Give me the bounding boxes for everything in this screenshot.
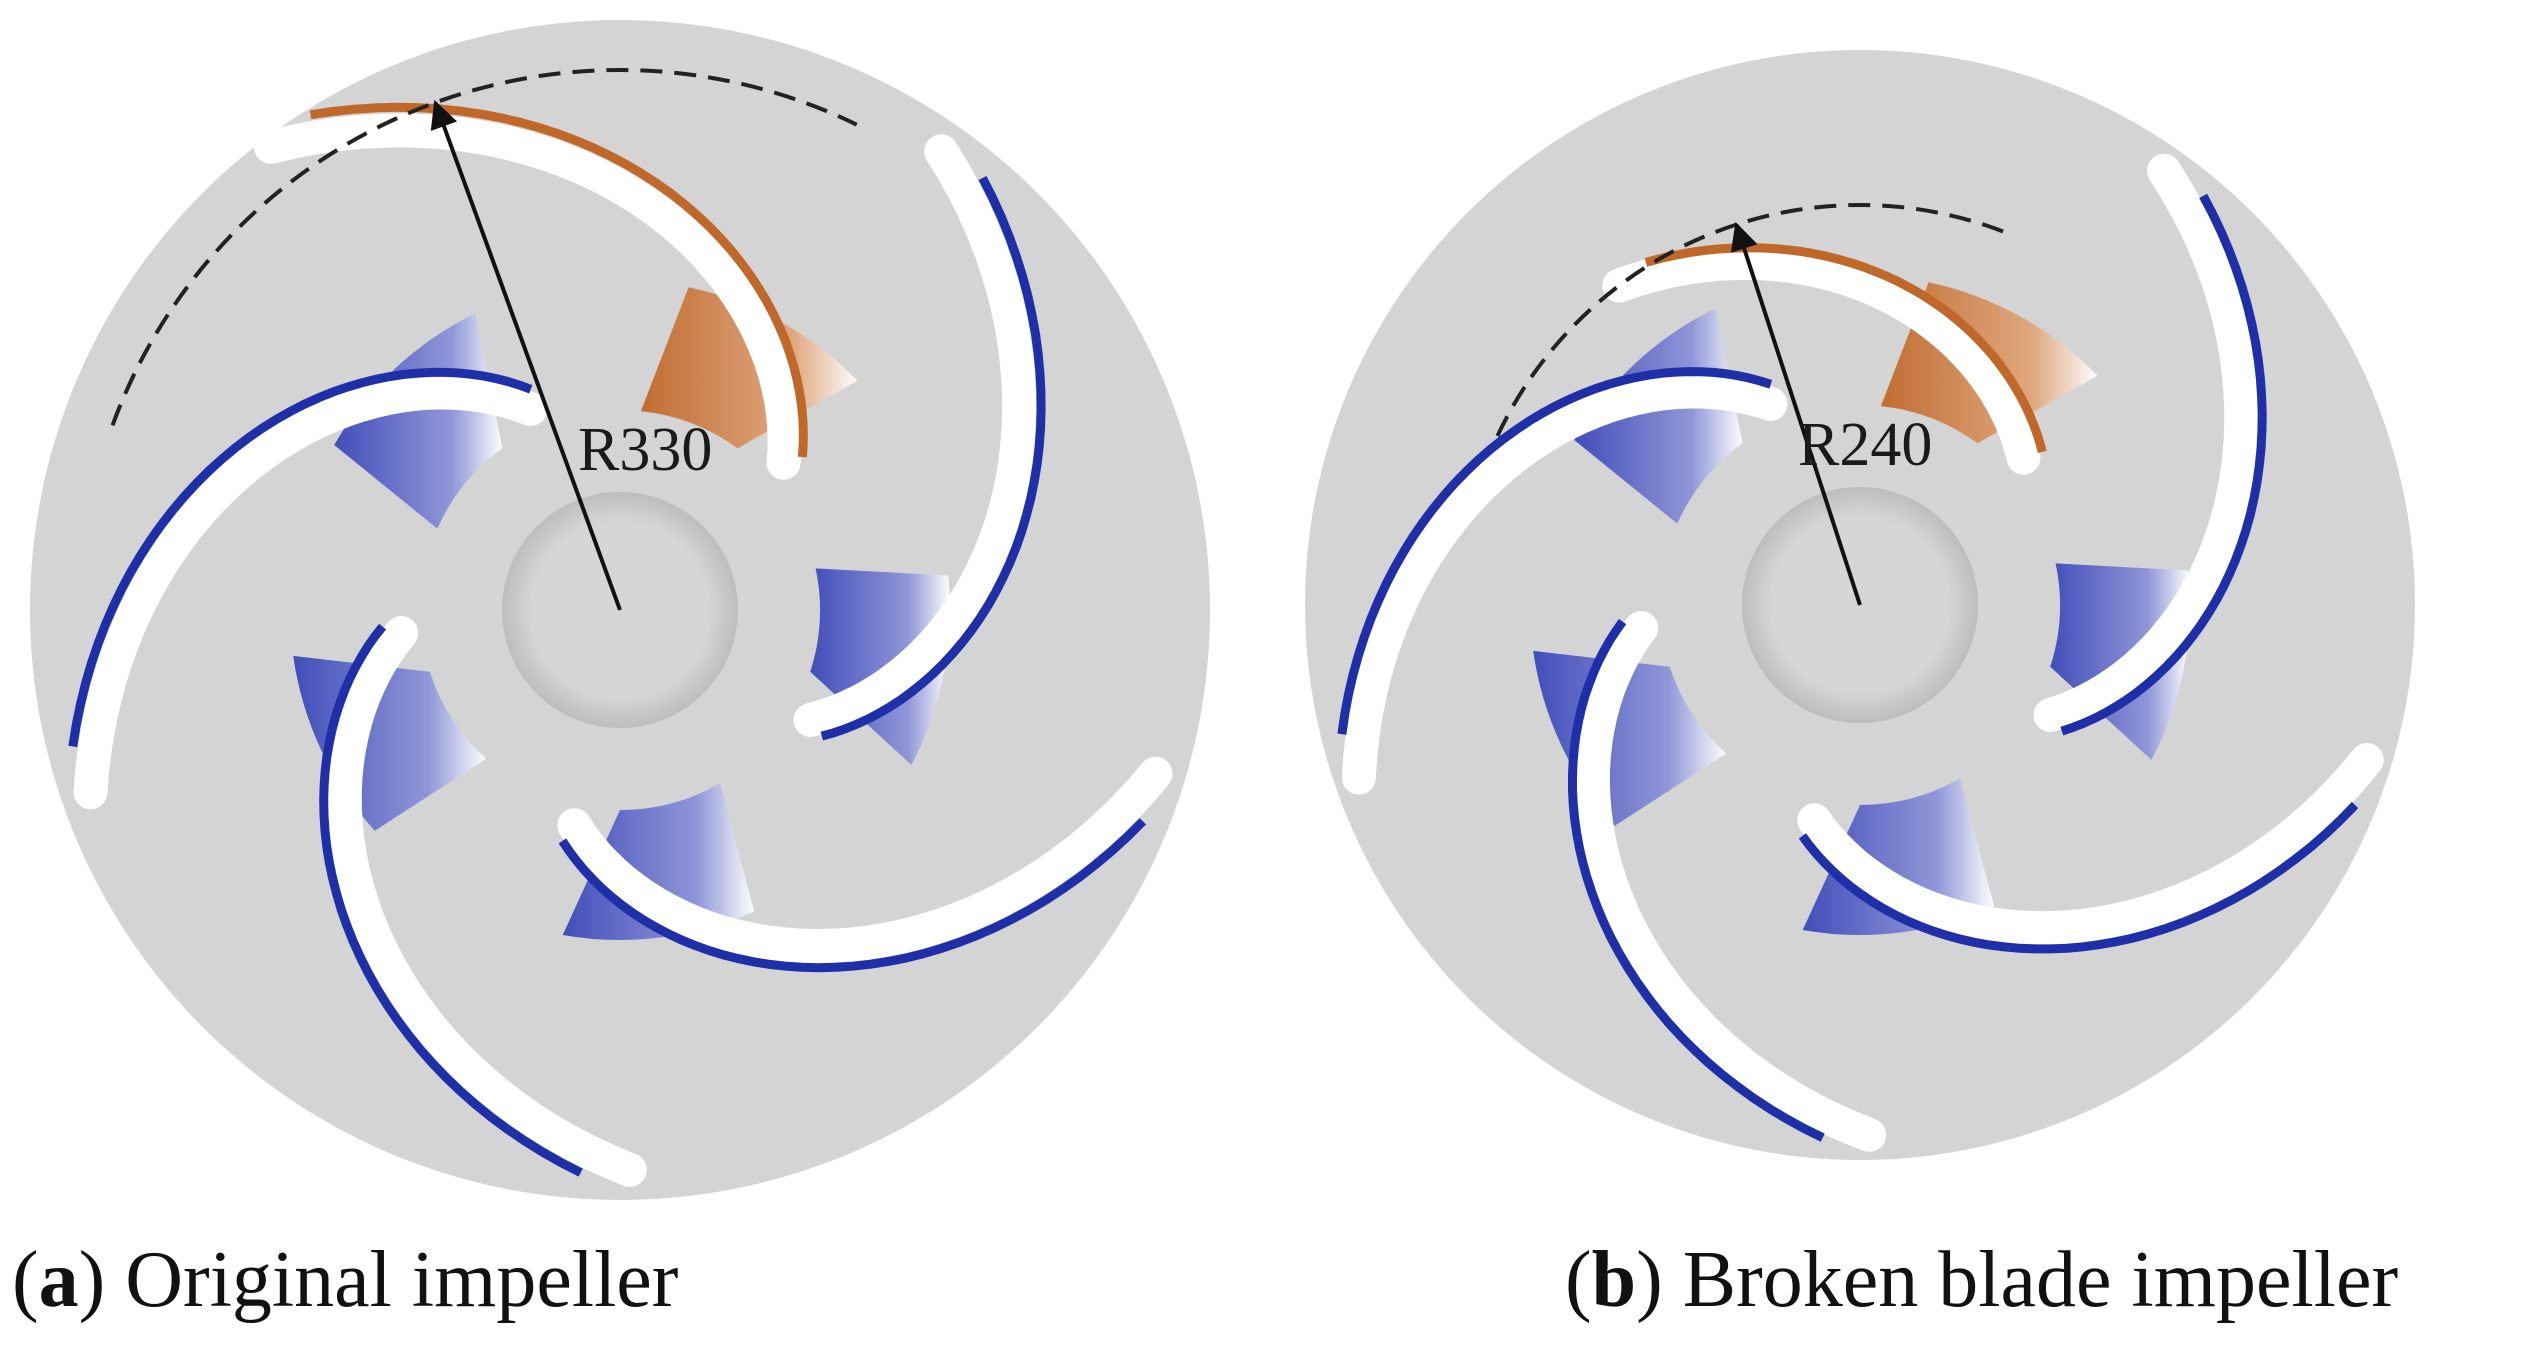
blade-body [327,616,647,1187]
blade-edge [1798,801,2359,954]
blade-edge [68,367,533,748]
caption-a-text: Original impeller [125,1236,679,1324]
radius-label-a: R330 [578,416,712,484]
blade-body [1602,245,2041,475]
blade-body [2033,153,2259,732]
blade-edge [558,818,1147,973]
caption-b-letter: b [1591,1236,1637,1324]
caption-a-letter: a [38,1236,79,1324]
blade-wedge [334,313,503,529]
radius-dashed-arc [110,68,858,426]
blade-edge [820,175,1046,741]
radius-label-b: R240 [1798,411,1932,479]
blade-body [253,113,802,480]
blade-edge [1337,367,1773,735]
blade-body [1797,743,2384,946]
blade-edge [319,623,583,1177]
blade-edge [1568,618,1825,1142]
radius-arrow [1730,221,1862,606]
blade-edge [2060,193,2267,736]
panel-broken-blade-impeller [1305,50,2415,1160]
panel-original-impeller [30,20,1210,1200]
blade-wedge [1802,778,1995,935]
caption-b: (b) Broken blade impeller [1565,1236,2399,1324]
blade-body [1575,611,1887,1152]
caption-a: (a) Original impeller [12,1236,679,1324]
blade-body [73,375,548,810]
blade-body [793,134,1037,737]
blade-wedge [1574,308,1743,524]
blade-body [557,756,1173,964]
radius-arrow [430,99,622,611]
radius-dashed-arc [1495,203,2011,437]
blade-wedge [810,568,950,765]
caption-b-text: Broken blade impeller [1682,1236,2399,1324]
blade-body [1341,374,1788,795]
